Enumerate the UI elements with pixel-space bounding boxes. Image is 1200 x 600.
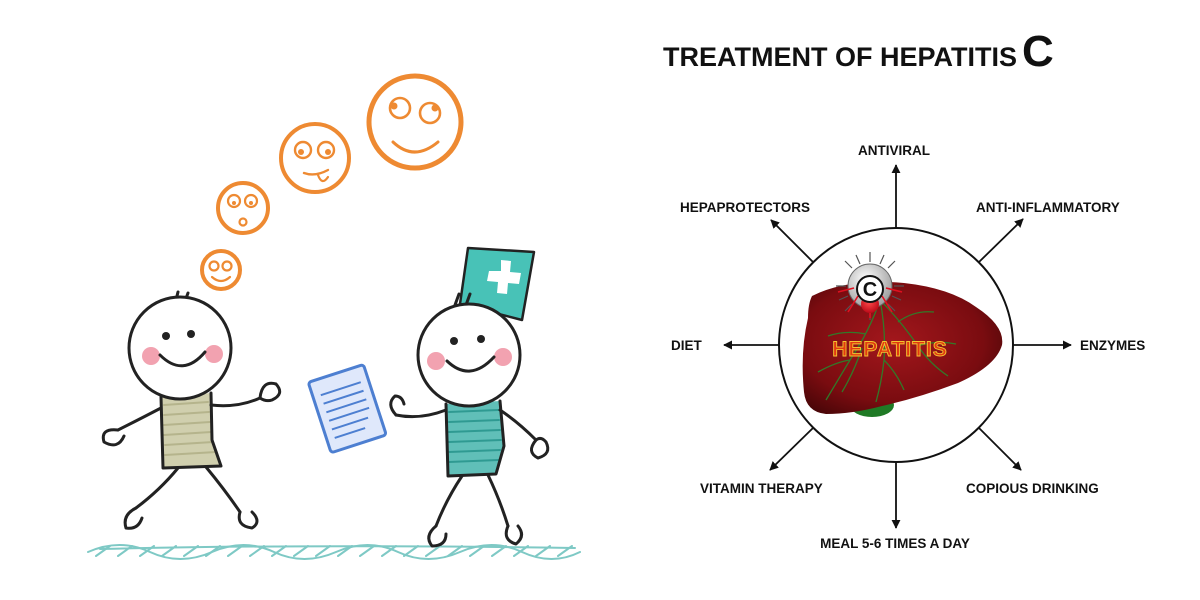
center-word: HEPATITIS: [832, 338, 948, 361]
diagram-title-letter: C: [1022, 27, 1054, 76]
emotion-face-icon: [366, 73, 464, 171]
label-enzymes: ENZYMES: [1080, 338, 1145, 353]
arrow-bottom-left: [769, 427, 814, 471]
arrow-bottom-right: [978, 427, 1022, 471]
label-copious-drinking: COPIOUS DRINKING: [966, 481, 1099, 496]
virus-icon: C: [836, 252, 904, 320]
clipboard-icon: [307, 363, 387, 454]
emotion-face-icon: [200, 249, 242, 291]
doctor-figure: [389, 246, 550, 548]
label-hepaprotectors: HEPAPROTECTORS: [680, 200, 810, 215]
label-anti-inflammatory: ANTI-INFLAMMATORY: [976, 200, 1120, 215]
medical-cross-icon: [458, 246, 536, 322]
label-vitamin-therapy: VITAMIN THERAPY: [700, 481, 823, 496]
emotion-face-icon: [216, 181, 270, 235]
arrow-top-right: [978, 218, 1024, 263]
arrows: [723, 164, 1072, 529]
label-meal: MEAL 5-6 TIMES A DAY: [820, 536, 970, 551]
label-antiviral: ANTIVIRAL: [858, 143, 930, 158]
emotion-face-icon: [279, 122, 351, 194]
ground-scribble: [87, 544, 581, 560]
arrow-top-left: [770, 219, 814, 263]
liver-shape: [802, 281, 1003, 414]
virus-letter: C: [863, 279, 877, 301]
doodle-illustration: [87, 73, 581, 560]
diagram-title-main: TREATMENT OF HEPATITIS: [663, 42, 1017, 72]
patient-figure: [101, 290, 282, 530]
label-diet: DIET: [671, 338, 703, 353]
liver-icon: C HEPATITIS: [802, 252, 1003, 417]
